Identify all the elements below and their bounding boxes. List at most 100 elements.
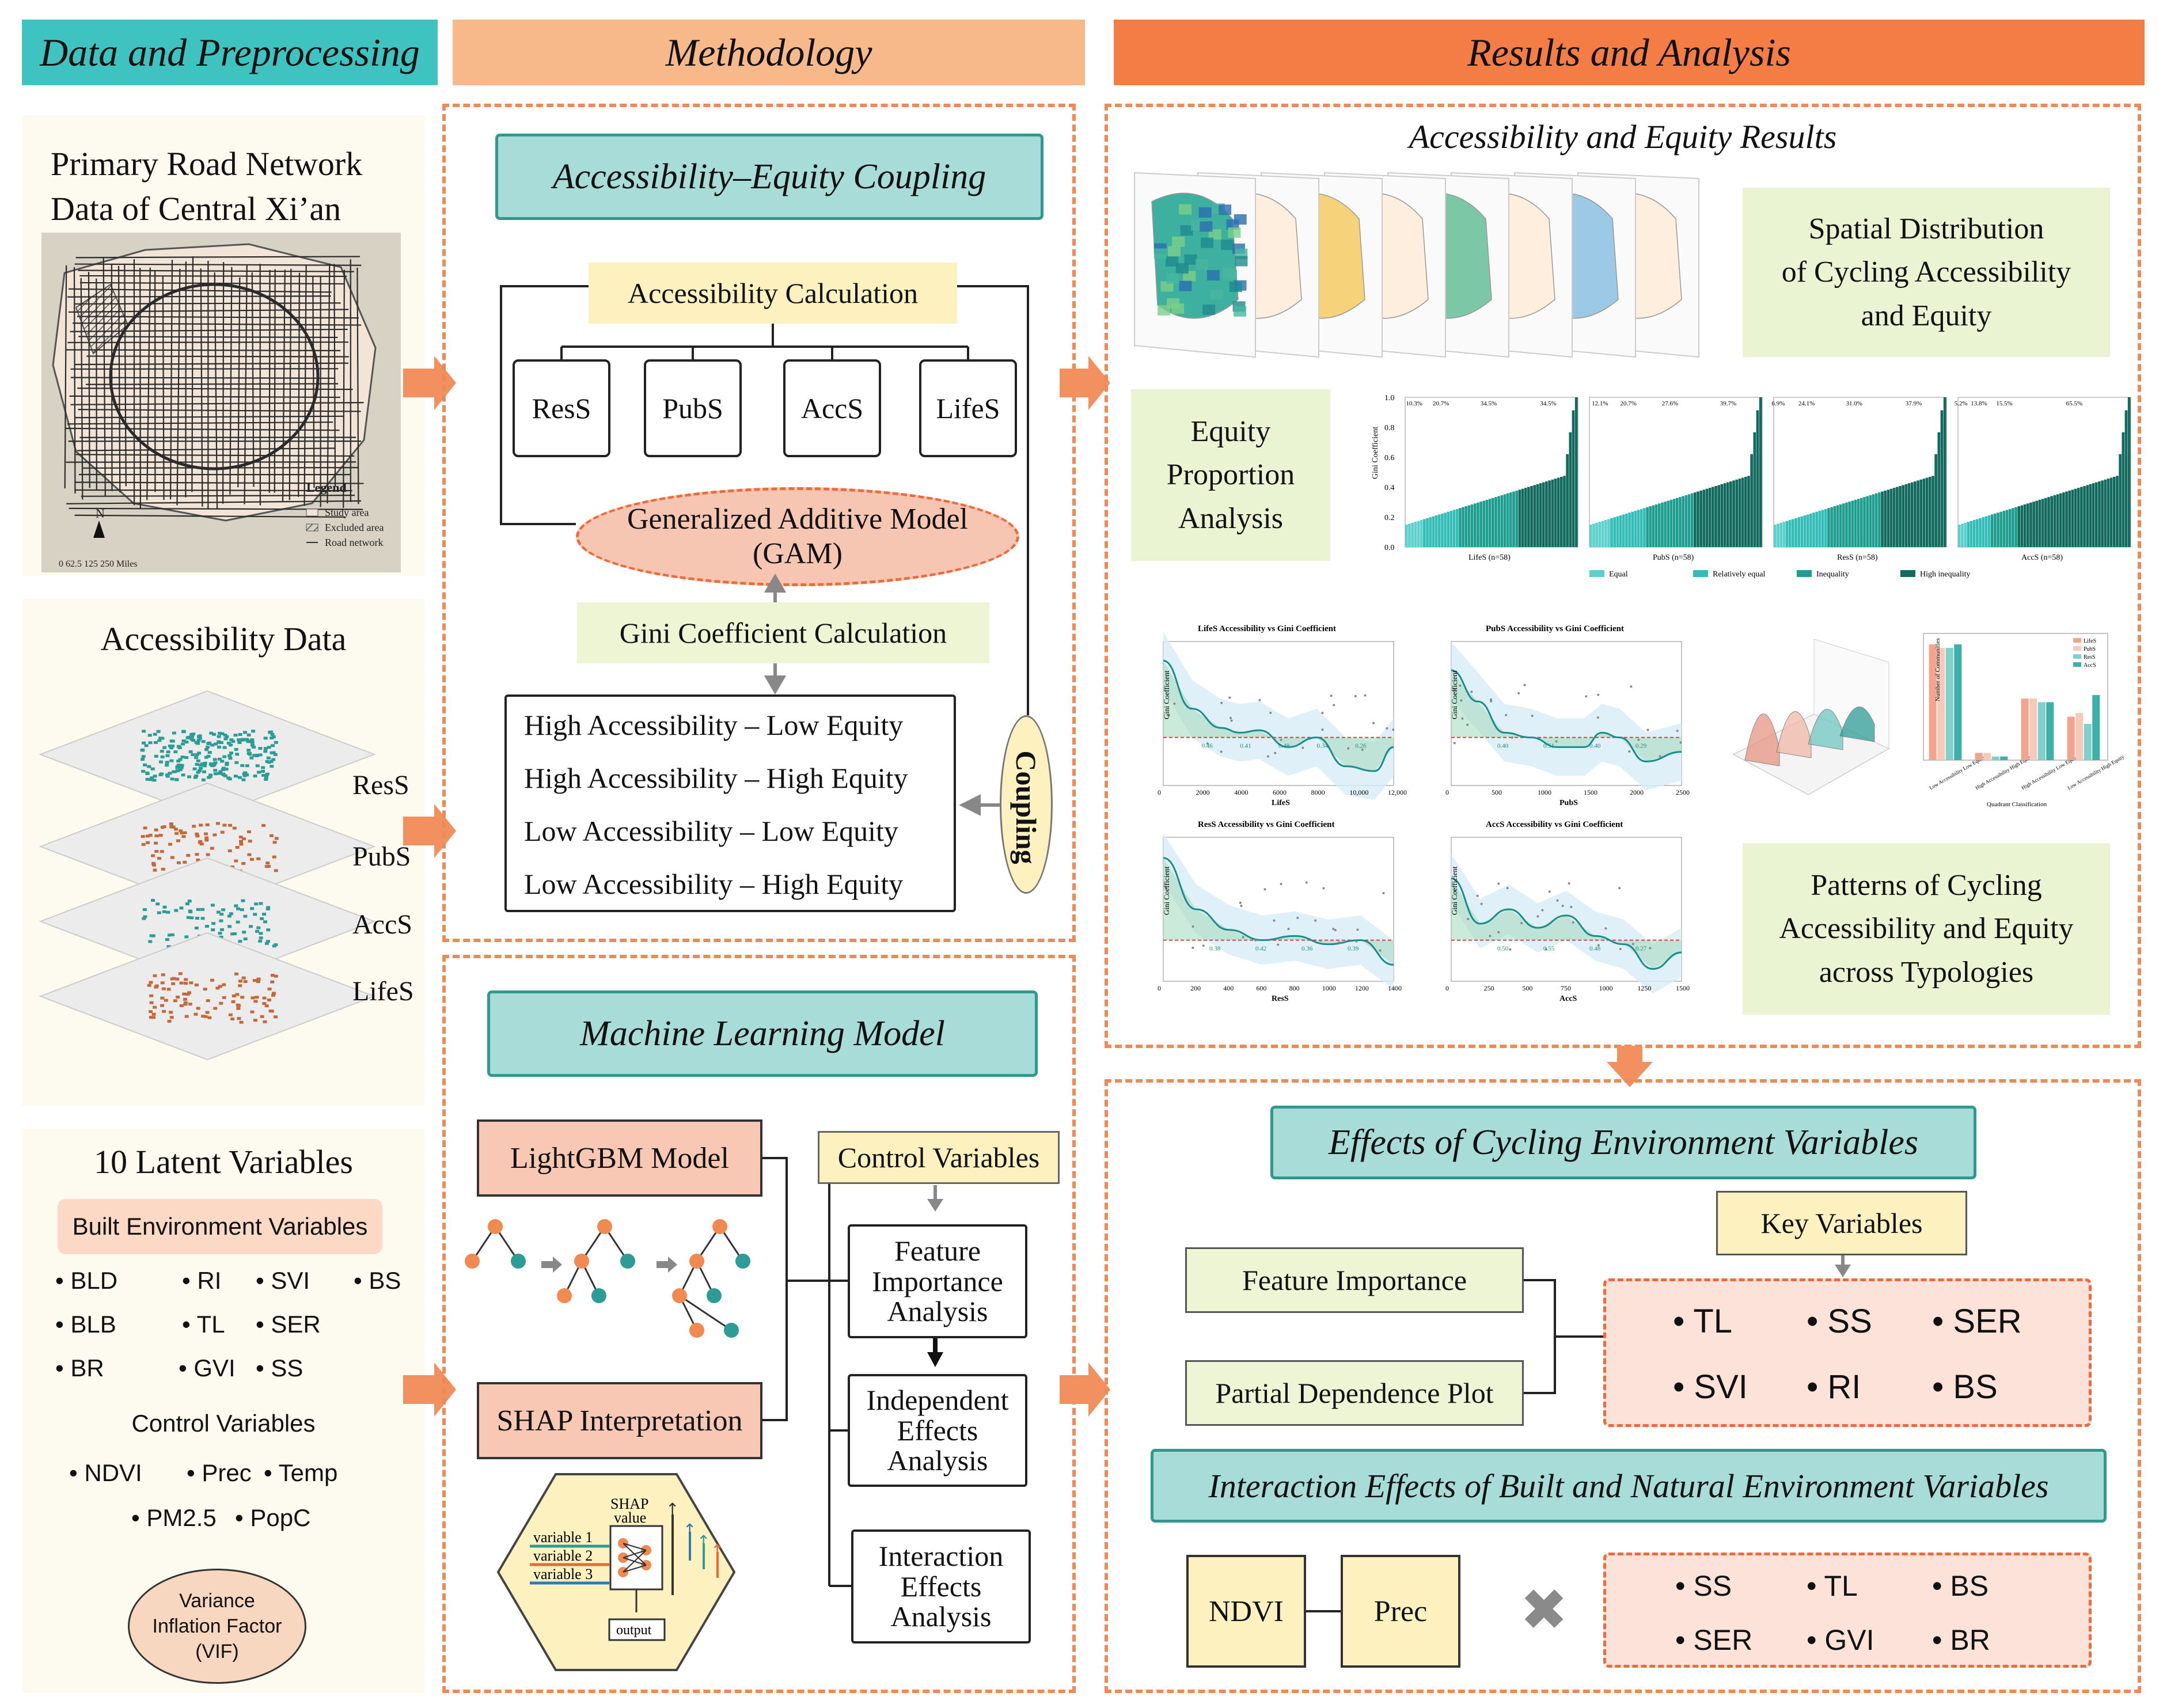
layer-label-pubs: PubS	[352, 841, 411, 872]
gini-bar	[2041, 499, 2044, 547]
accessibility-cell	[210, 764, 215, 768]
gini-bar	[1851, 500, 1854, 547]
accessibility-cell	[178, 768, 183, 772]
accessibility-cell	[185, 902, 189, 906]
spatial-line1: Spatial Distribution	[1808, 212, 2044, 245]
gini-bar	[1925, 477, 1929, 547]
accessibility-cell	[158, 834, 163, 837]
equity-line3: Analysis	[1178, 502, 1283, 535]
control-var-pm25: • PM2.5	[131, 1504, 217, 1531]
accessibility-cell	[176, 995, 180, 999]
gam-data-point	[1263, 888, 1266, 891]
accessibility-cell	[173, 750, 178, 754]
road-line	[139, 268, 141, 509]
quad-bar	[1937, 648, 1945, 760]
accessibility-cell	[160, 996, 165, 1000]
gini-bar	[1979, 518, 1982, 547]
gam-xtick: 1500	[1584, 788, 1597, 796]
gam-value-label: 0.41	[1240, 743, 1251, 750]
gini-bar	[1705, 488, 1709, 547]
map-cell	[1175, 263, 1189, 274]
accessibility-cell	[255, 929, 260, 933]
gini-bar	[2020, 505, 2024, 547]
road-line	[298, 272, 301, 497]
gini-bar	[1794, 518, 1797, 547]
accessibility-cell	[170, 856, 174, 859]
gam-xtick: 0	[1158, 788, 1161, 796]
gini-bar	[1473, 503, 1477, 547]
accessibility-cell	[141, 835, 145, 838]
gam-data-point	[1355, 940, 1358, 943]
layer-label-ress: ResS	[352, 770, 409, 800]
accessibility-cell	[181, 742, 185, 746]
gam-data-point	[1321, 712, 1324, 715]
coupling-panel	[442, 104, 1076, 942]
gini-share-label: 20.7%	[1433, 400, 1449, 407]
accessibility-cell	[193, 1012, 198, 1016]
road-line	[70, 328, 348, 332]
quad-legend-label: ResS	[2084, 654, 2096, 661]
accessibility-cell	[165, 754, 170, 757]
gam-data-point	[1541, 909, 1544, 912]
gam-fair-area	[1163, 661, 1394, 771]
map-cell	[1198, 207, 1212, 218]
accessibility-cell	[195, 834, 200, 838]
accessibility-cell	[165, 775, 170, 778]
accessibility-cell	[198, 841, 202, 844]
accessibility-cell	[263, 1020, 267, 1023]
accessibility-cell	[274, 974, 278, 978]
quad-bar	[1983, 753, 1991, 760]
gini-bar	[1874, 493, 1878, 547]
tree-node	[591, 1288, 606, 1303]
gam-data-point	[1354, 694, 1357, 697]
gini-bar	[1684, 495, 1688, 547]
accessibility-cell	[151, 1012, 156, 1016]
map-cell	[1166, 256, 1179, 267]
patterns-line1: Patterns of Cycling	[1811, 868, 2042, 902]
road-line	[237, 277, 241, 488]
accessibility-cell	[184, 935, 189, 939]
accessibility-cell	[194, 927, 199, 930]
gam-data-point	[1561, 905, 1564, 908]
key-var-tl: • TL	[1673, 1303, 1733, 1340]
gam-ellipse: Generalized Additive Model (GAM)	[576, 487, 1019, 586]
gini-bar	[1827, 508, 1830, 547]
accessibility-cell	[157, 739, 162, 742]
gam-data-point	[1506, 887, 1509, 890]
accessibility-cell	[227, 754, 232, 757]
gini-bar	[1940, 410, 1944, 547]
gam-xtick: 1000	[1538, 788, 1551, 796]
accessibility-cell	[238, 840, 243, 843]
gini-bar	[2062, 492, 2065, 547]
gini-bar	[1750, 454, 1753, 547]
gini-share-label: 39.7%	[1720, 400, 1736, 407]
gam-data-point	[1489, 698, 1492, 701]
gini-bar	[2005, 510, 2009, 547]
gini-bar	[2094, 482, 2098, 547]
tree-edge	[679, 1295, 732, 1331]
accessibility-cell	[217, 757, 222, 761]
gini-share-label: 34.5%	[1540, 400, 1556, 407]
accessibility-cell	[253, 1019, 257, 1022]
accessibility-cell	[212, 833, 217, 837]
built-var-br: • BR	[55, 1354, 104, 1381]
gini-bar	[1848, 502, 1851, 547]
accessibility-cell	[222, 823, 227, 827]
accessibility-cell	[254, 902, 259, 906]
accessibility-data-title: Accessibility Data	[100, 620, 347, 658]
gam-data-point	[1280, 738, 1282, 741]
patterns-label: Patterns of Cycling Accessibility and Eq…	[1743, 843, 2110, 1015]
accessibility-cell	[198, 766, 203, 770]
accessibility-cell	[144, 744, 149, 747]
accessibility-cell	[206, 754, 211, 758]
gini-bar	[1548, 480, 1551, 547]
accessibility-cell	[176, 760, 181, 763]
accessibility-cell	[165, 764, 169, 767]
accessibility-cell	[184, 981, 188, 985]
accessibility-cell	[175, 977, 180, 981]
accessibility-cell	[156, 730, 161, 733]
gini-bar	[1818, 511, 1822, 547]
map-cell	[1167, 273, 1180, 284]
gini-bar	[1738, 479, 1741, 547]
accessibility-cell	[161, 973, 165, 977]
